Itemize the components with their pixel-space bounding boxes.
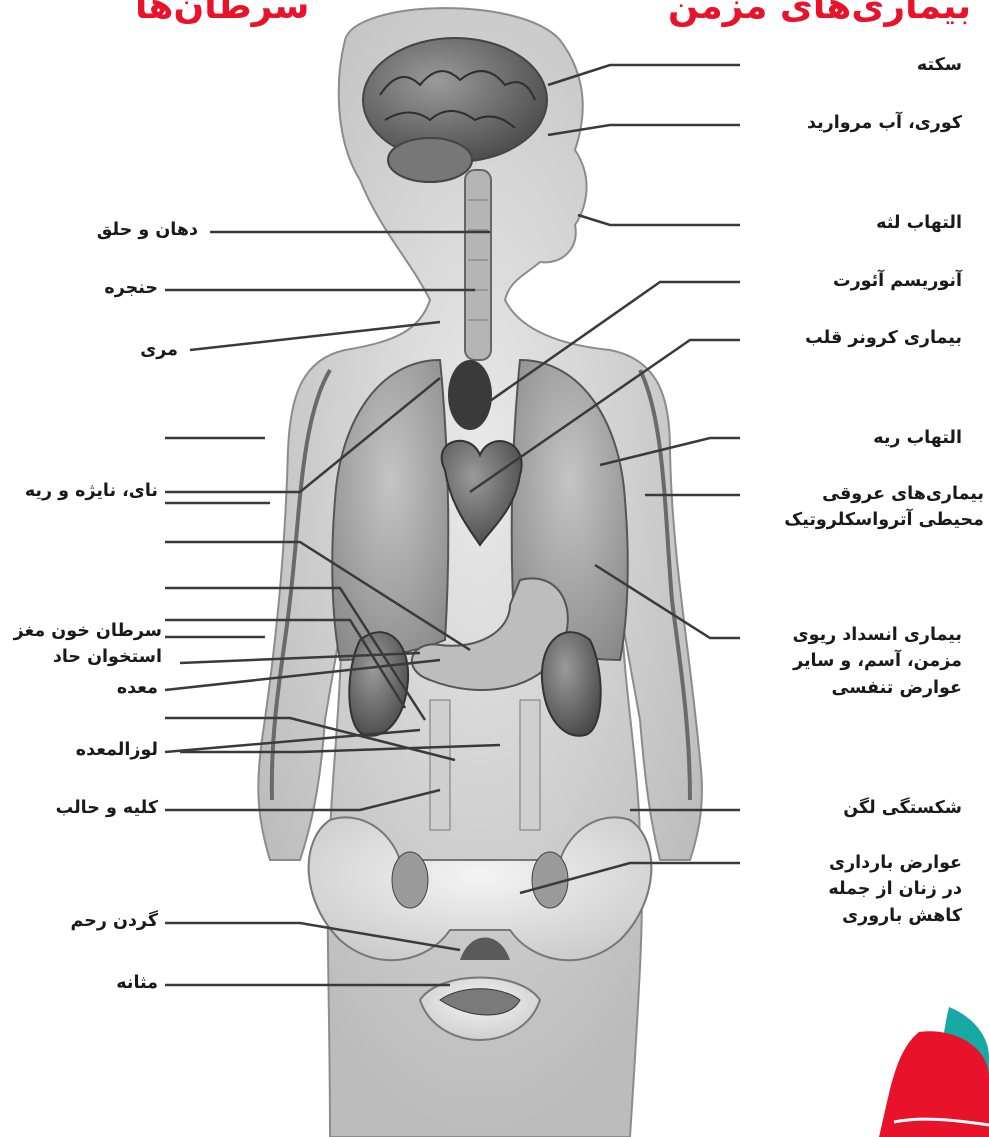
label-larynx: حنجره [0,275,158,301]
label-bladder: مثانه [0,970,158,996]
label-mouth-throat: دهان و حلق [0,217,198,243]
label-esophagus: مری [0,337,178,363]
label-pneumonia: التهاب ریه [752,425,962,451]
label-leukemia: سرطان خون مغز استخوان حاد [0,618,162,671]
label-coronary-heart: بیماری کرونر قلب [752,325,962,351]
label-blindness: کوری، آب مروارید [752,110,962,136]
label-pregnancy: عوارض بارداری در زنان از جمله کاهش بارور… [752,850,962,929]
header-cancers: سرطان‌ها [135,0,309,27]
label-vascular: بیماری‌های عروقی محیطی آترواسکلروتیک [752,481,984,534]
label-stroke: سکته [752,52,962,78]
label-hip-fracture: شکستگی لگن [752,795,962,821]
label-kidney: کلیه و حالب [0,795,158,821]
label-cervix: گردن رحم [0,908,158,934]
label-aortic-aneurysm: آنوریسم آئورت [752,268,962,294]
label-periodontitis: التهاب لثه [752,210,962,236]
airway [465,170,491,360]
label-pancreas: لوزالمعده [0,737,158,763]
label-lung-cancer: نای، نایژه و ریه [0,478,158,504]
label-copd: بیماری انسداد ریوی مزمن، آسم، و سایر عوا… [752,622,962,701]
header-chronic-diseases: بیماری‌های مزمن [668,0,971,27]
label-stomach: معده [0,675,158,701]
corner-badge [879,1007,989,1137]
